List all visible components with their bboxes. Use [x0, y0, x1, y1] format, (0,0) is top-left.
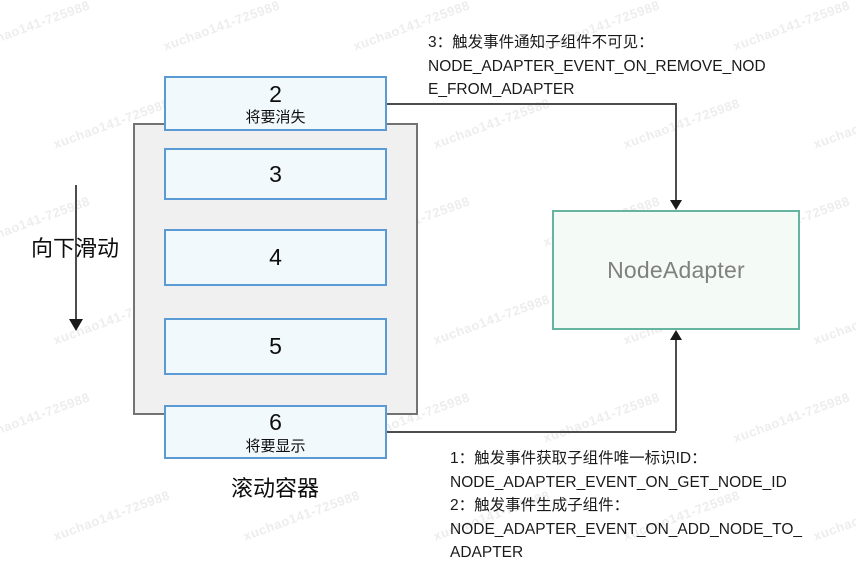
scroll-direction-arrow-line: [75, 185, 77, 321]
list-item-card[interactable]: 6 将要显示: [164, 405, 387, 459]
scroll-direction-label: 向下滑动: [30, 236, 119, 261]
card-number: 3: [269, 160, 282, 187]
list-item-card[interactable]: 3: [164, 148, 387, 200]
card-subtitle: 将要显示: [245, 437, 306, 455]
watermark-text: xuchao141-725988: [0, 0, 92, 54]
watermark-text: xuchao141-725988: [731, 389, 852, 446]
connector-add-vertical: [675, 338, 677, 431]
watermark-text: xuchao141-725988: [811, 291, 856, 348]
card-subtitle: 将要消失: [245, 109, 306, 127]
card-number: 2: [269, 80, 282, 107]
watermark-text: xuchao141-725988: [541, 389, 662, 446]
watermark-text: xuchao141-725988: [51, 487, 172, 544]
annotation-remove-event: 3：触发事件通知子组件不可见： NODE_ADAPTER_EVENT_ON_RE…: [428, 34, 766, 99]
list-item-card[interactable]: 2 将要消失: [164, 76, 387, 131]
watermark-text: xuchao141-725988: [161, 0, 282, 54]
card-number: 6: [269, 409, 282, 436]
watermark-text: xuchao141-725988: [0, 389, 92, 446]
watermark-text: xuchao141-725988: [431, 291, 552, 348]
node-adapter-label: NodeAdapter: [607, 256, 745, 283]
connector-remove-horizontal: [387, 103, 676, 105]
annotation-add-event: 1：触发事件获取子组件唯一标识ID： NODE_ADAPTER_EVENT_ON…: [450, 450, 803, 562]
scroll-container-caption: 滚动容器: [230, 476, 319, 501]
scroll-direction-arrow-head: [69, 319, 83, 331]
list-item-card[interactable]: 5: [164, 318, 387, 375]
watermark-text: xuchao141-725988: [811, 95, 856, 152]
connector-remove-vertical: [675, 103, 677, 202]
list-item-card[interactable]: 4: [164, 229, 387, 286]
arrow-up-icon: [670, 330, 682, 340]
card-number: 4: [269, 244, 282, 271]
connector-add-horizontal: [387, 431, 676, 433]
node-adapter-box[interactable]: NodeAdapter: [552, 210, 800, 330]
arrow-down-icon: [670, 200, 682, 210]
card-number: 5: [269, 333, 282, 360]
